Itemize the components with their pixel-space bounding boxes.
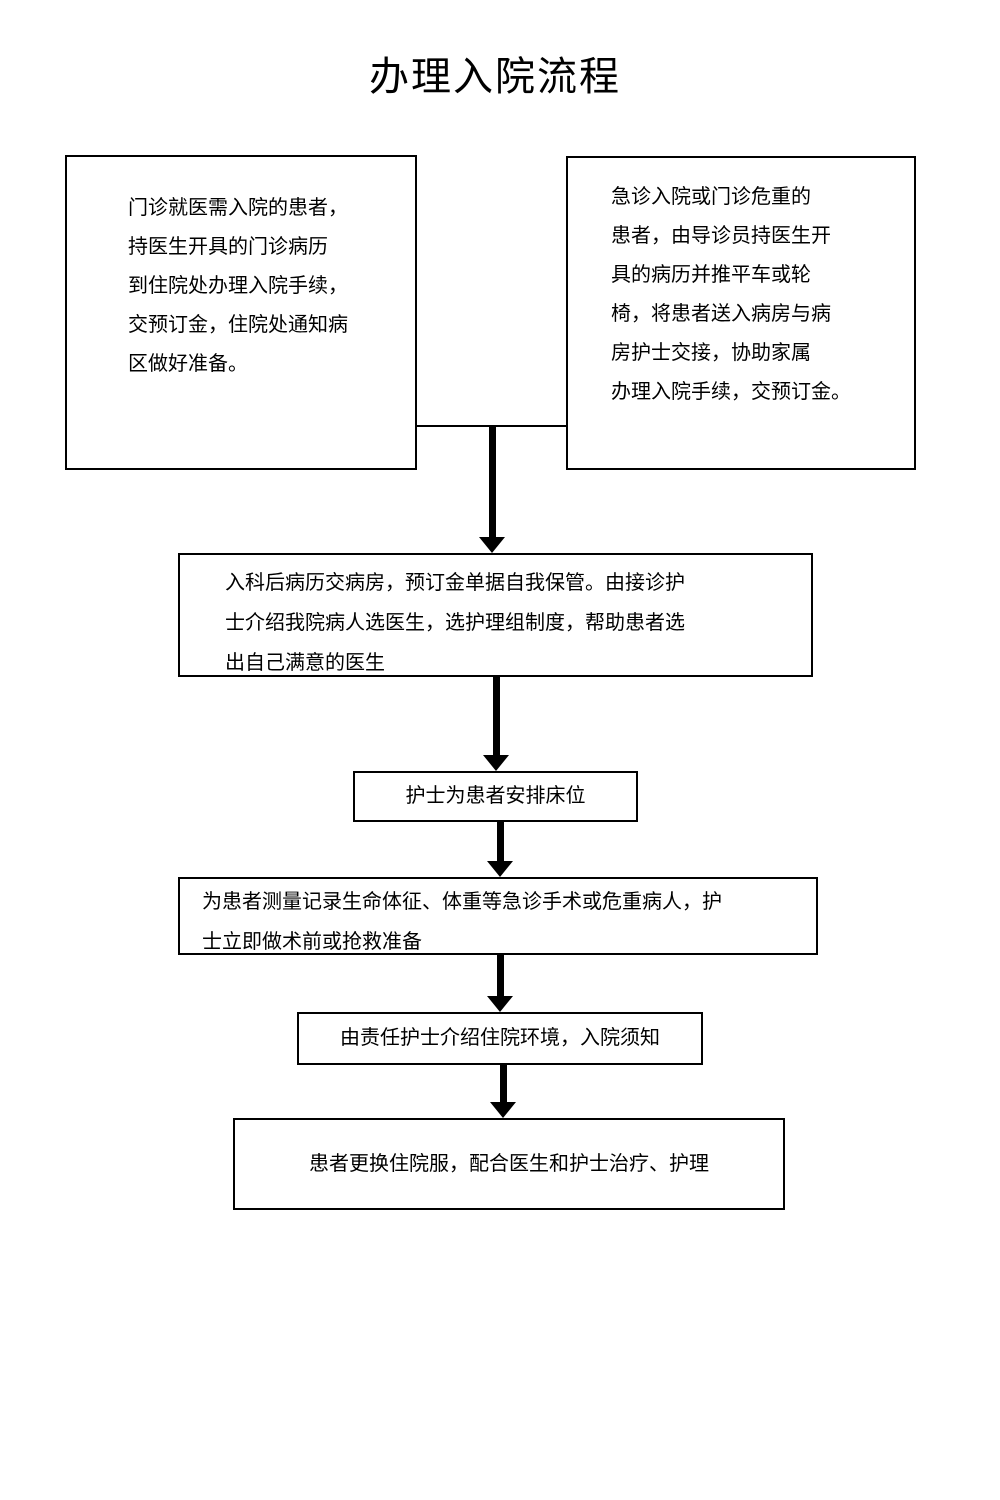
flow-arrow-down xyxy=(487,822,513,877)
flow-arrow-down xyxy=(487,955,513,1012)
text-line: 入科后病历交病房，预订金单据自我保管。由接诊护 xyxy=(225,572,685,594)
flow-box-orientation: 由责任护士介绍住院环境，入院须知 xyxy=(297,1012,703,1065)
text-line: 交预订金，住院处通知病 xyxy=(128,314,348,336)
connector-line xyxy=(416,425,566,427)
text-line: 士立即做术前或抢救准备 xyxy=(202,931,422,953)
arrow-head-icon xyxy=(487,861,513,877)
text-line: 为患者测量记录生命体征、体重等急诊手术或危重病人，护 xyxy=(202,891,722,913)
text-line: 出自己满意的医生 xyxy=(225,652,385,674)
arrow-head-icon xyxy=(487,996,513,1012)
arrow-shaft xyxy=(492,677,500,755)
text-line: 椅，将患者送入病房与病 xyxy=(611,303,831,325)
flow-box-reception: 入科后病历交病房，预订金单据自我保管。由接诊护 士介绍我院病人选医生，选护理组制… xyxy=(178,553,813,677)
arrow-head-icon xyxy=(479,537,505,553)
flow-box-change-clothes: 患者更换住院服，配合医生和护士治疗、护理 xyxy=(233,1118,785,1210)
flow-box-bed-assignment: 护士为患者安排床位 xyxy=(353,771,638,822)
arrow-head-icon xyxy=(490,1102,516,1118)
arrow-shaft xyxy=(496,822,504,861)
flow-box-vitals: 为患者测量记录生命体征、体重等急诊手术或危重病人，护 士立即做术前或抢救准备 xyxy=(178,877,818,955)
text-line: 患者更换住院服，配合医生和护士治疗、护理 xyxy=(309,1152,709,1175)
arrow-shaft xyxy=(488,427,496,537)
text-line: 门诊就医需入院的患者， xyxy=(128,197,348,219)
text-line: 士介绍我院病人选医生，选护理组制度，帮助患者选 xyxy=(225,612,685,634)
flow-arrow-down xyxy=(483,677,509,771)
page-title: 办理入院流程 xyxy=(369,54,621,99)
flow-arrow-down xyxy=(479,427,505,553)
text-line: 护士为患者安排床位 xyxy=(405,785,586,807)
text-line: 具的病历并推平车或轮 xyxy=(611,264,811,286)
text-line: 到住院处办理入院手续， xyxy=(128,275,348,297)
text-line: 区做好准备。 xyxy=(128,353,248,375)
arrow-shaft xyxy=(499,1065,507,1102)
text-line: 办理入院手续，交预订金。 xyxy=(611,381,851,403)
text-line: 急诊入院或门诊危重的 xyxy=(611,186,811,208)
text-line: 房护士交接，协助家属 xyxy=(611,342,811,364)
flow-box-outpatient: 门诊就医需入院的患者， 持医生开具的门诊病历 到住院处办理入院手续， 交预订金，… xyxy=(65,155,417,470)
arrow-head-icon xyxy=(483,755,509,771)
text-line: 患者，由导诊员持医生开 xyxy=(611,225,831,247)
arrow-shaft xyxy=(496,955,504,996)
text-line: 由责任护士介绍住院环境，入院须知 xyxy=(340,1027,660,1049)
flow-box-emergency: 急诊入院或门诊危重的 患者，由导诊员持医生开 具的病历并推平车或轮 椅，将患者送… xyxy=(566,156,916,470)
text-line: 持医生开具的门诊病历 xyxy=(128,236,328,258)
flow-arrow-down xyxy=(490,1065,516,1118)
